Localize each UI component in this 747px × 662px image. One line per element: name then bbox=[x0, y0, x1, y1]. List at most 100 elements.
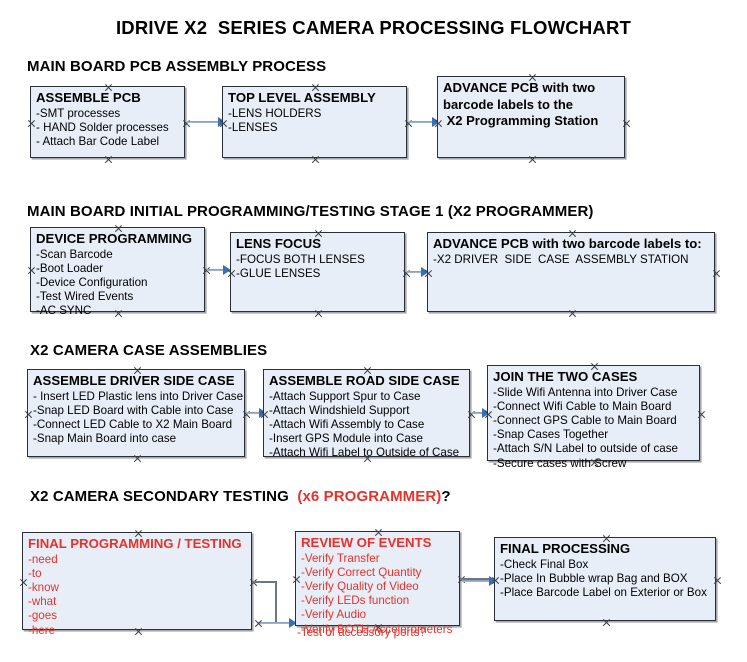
node-title: FINAL PROCESSING bbox=[500, 541, 631, 556]
arrowhead-icon bbox=[432, 117, 440, 127]
node-title: TOP LEVEL ASSEMBLY bbox=[228, 90, 376, 105]
node-item: -LENSES bbox=[228, 120, 278, 134]
node-item: -Secure cases with Screw bbox=[493, 456, 627, 470]
node-title: FINAL PROGRAMMING / TESTING bbox=[28, 536, 242, 551]
node-item: -Place Barcode Label on Exterior or Box bbox=[500, 585, 707, 599]
node-advance-pcb-driver-side-case[interactable]: ADVANCE PCB with two barcode labels to: … bbox=[427, 232, 715, 312]
node-assemble-pcb[interactable]: ASSEMBLE PCB -SMT processes - HAND Solde… bbox=[30, 86, 185, 158]
connector-review-to-final-processing-segment-c bbox=[462, 580, 496, 583]
node-item: -AC SYNC bbox=[36, 304, 92, 318]
section-heading-x2-camera-case-assemblies: X2 CAMERA CASE ASSEMBLIES bbox=[30, 342, 268, 359]
node-item: - Insert LED Plastic lens into Driver Ca… bbox=[33, 389, 244, 403]
arrowhead-icon bbox=[223, 265, 231, 275]
node-item: -know bbox=[28, 580, 59, 594]
node-item: -Attach Support Spur to Case bbox=[269, 389, 421, 403]
connection-handle-left[interactable] bbox=[27, 119, 36, 128]
section-heading-text: X2 CAMERA SECONDARY TESTING bbox=[30, 488, 298, 505]
node-item: -need bbox=[28, 552, 58, 566]
node-item: -Verify BOTH Accelerometers bbox=[301, 622, 453, 636]
node-title: REVIEW OF EVENTS bbox=[301, 535, 432, 550]
connection-handle-bottom[interactable] bbox=[314, 309, 323, 318]
node-item: barcode labels to the bbox=[443, 96, 574, 112]
node-item: -GLUE LENSES bbox=[236, 266, 321, 280]
node-item: -LENS HOLDERS bbox=[228, 106, 322, 120]
node-lens-focus[interactable]: LENS FOCUS -FOCUS BOTH LENSES -GLUE LENS… bbox=[230, 232, 405, 312]
connector-lens-focus-to-advance-pcb-driver bbox=[407, 271, 427, 274]
connector-review-to-final-processing-segment-a bbox=[460, 578, 492, 580]
connection-handle-right[interactable] bbox=[713, 576, 722, 585]
node-item: -Verify LEDs function bbox=[301, 594, 410, 608]
node-title: LENS FOCUS bbox=[236, 236, 321, 251]
node-item: -SMT processes bbox=[36, 106, 121, 120]
node-item: -Slide Wifi Antenna into Driver Case bbox=[493, 385, 678, 399]
arrowhead-icon bbox=[289, 618, 297, 628]
node-item: -here bbox=[28, 623, 56, 637]
arrowhead-icon bbox=[482, 408, 490, 418]
node-item: -Device Configuration bbox=[36, 275, 148, 289]
connection-handle-right[interactable] bbox=[622, 119, 631, 128]
node-advance-pcb-programming-station[interactable]: ADVANCE PCB with two barcode labels to t… bbox=[437, 76, 625, 158]
node-item: -Connect GPS Cable to Main Board bbox=[493, 413, 677, 427]
node-final-programming-testing[interactable]: FINAL PROGRAMMING / TESTING -need -to -k… bbox=[19, 532, 252, 637]
page-title: IDRIVE X2 SERIES CAMERA PROCESSING FLOWC… bbox=[115, 17, 632, 38]
connection-handle-bottom[interactable] bbox=[568, 309, 577, 318]
node-final-processing[interactable]: FINAL PROCESSING -Check Final Box -Place… bbox=[494, 537, 716, 621]
section-heading-accent: (x6 PROGRAMMER) bbox=[297, 488, 442, 505]
connector-top-level-to-advance-pcb bbox=[409, 121, 438, 124]
node-item: -Connect Wifi Cable to Main Board bbox=[493, 399, 672, 413]
node-item: -goes bbox=[28, 609, 58, 623]
connection-handle-right[interactable] bbox=[697, 410, 706, 419]
node-title: ADVANCE PCB with two bbox=[443, 80, 596, 95]
node-title: ASSEMBLE PCB bbox=[36, 90, 141, 105]
connector-assemble-pcb-to-top-level bbox=[187, 121, 223, 124]
node-join-the-two-cases[interactable]: JOIN THE TWO CASES -Slide Wifi Antenna i… bbox=[487, 365, 700, 470]
connection-handle-bottom[interactable] bbox=[602, 618, 611, 627]
connection-handle-bottom[interactable] bbox=[311, 155, 320, 164]
connection-handle-bottom[interactable] bbox=[104, 155, 113, 164]
node-item: - HAND Solder processes bbox=[36, 120, 169, 134]
node-item: -Test Wired Events bbox=[36, 290, 134, 304]
node-item: -Verify Quality of Video bbox=[301, 579, 419, 593]
connector-device-programming-to-lens-focus bbox=[207, 269, 229, 272]
node-item-overflow: -Test of accessory ports? bbox=[297, 626, 426, 639]
connection-handle-left[interactable] bbox=[292, 575, 301, 584]
node-assemble-road-side-case[interactable]: ASSEMBLE ROAD SIDE CASE -Attach Support … bbox=[263, 369, 470, 460]
node-item: -Attach S/N Label to outside of case bbox=[493, 442, 678, 456]
connection-handle-left[interactable] bbox=[27, 266, 36, 275]
node-item: -Scan Barcode bbox=[36, 247, 113, 261]
connector-driver-case-to-road-case bbox=[247, 412, 265, 415]
node-item: -Connect LED Cable to X2 Main Board bbox=[33, 417, 233, 431]
section-heading-main-board-initial-programming: MAIN BOARD INITIAL PROGRAMMING/TESTING S… bbox=[27, 203, 594, 220]
node-top-level-assembly[interactable]: TOP LEVEL ASSEMBLY -LENS HOLDERS -LENSES bbox=[222, 86, 407, 158]
node-item: - Attach Bar Code Label bbox=[36, 134, 160, 148]
connector-final-programming-to-review-segment-a bbox=[252, 581, 276, 583]
node-item: -Insert GPS Module into Case bbox=[269, 432, 424, 446]
node-item: -Attach Windshield Support bbox=[269, 403, 410, 417]
node-item: -what bbox=[28, 595, 57, 609]
connection-handle-bottom[interactable] bbox=[133, 454, 142, 463]
node-assemble-driver-side-case[interactable]: ASSEMBLE DRIVER SIDE CASE - Insert LED P… bbox=[27, 369, 245, 457]
node-item: -to bbox=[28, 566, 42, 580]
node-item: -Verify Transfer bbox=[301, 551, 380, 565]
connection-handle-right[interactable] bbox=[712, 269, 721, 278]
node-item: -Attach Wifi Label to Outside of Case bbox=[269, 446, 460, 460]
node-title: ADVANCE PCB with two barcode labels to: bbox=[433, 236, 702, 251]
connection-handle-left[interactable] bbox=[24, 410, 33, 419]
node-title: DEVICE PROGRAMMING bbox=[36, 231, 193, 246]
section-heading-main-board-pcb-assembly: MAIN BOARD PCB ASSEMBLY PROCESS bbox=[27, 58, 327, 75]
section-heading-suffix: ? bbox=[441, 488, 451, 505]
node-item: -Place In Bubble wrap Bag and BOX bbox=[500, 571, 688, 585]
node-device-programming[interactable]: DEVICE PROGRAMMING -Scan Barcode -Boot L… bbox=[27, 227, 205, 317]
node-item: -FOCUS BOTH LENSES bbox=[236, 252, 365, 266]
node-item: -X2 DRIVER SIDE CASE ASSEMBLY STATION bbox=[433, 252, 689, 266]
node-title: ASSEMBLE DRIVER SIDE CASE bbox=[33, 373, 235, 388]
node-title: ASSEMBLE ROAD SIDE CASE bbox=[269, 373, 460, 388]
node-review-of-events[interactable]: REVIEW OF EVENTS -Verify Transfer -Verif… bbox=[292, 531, 460, 636]
node-item: -Boot Loader bbox=[36, 261, 104, 275]
connection-handle-left[interactable] bbox=[19, 578, 28, 587]
section-heading-x2-camera-secondary-testing: X2 CAMERA SECONDARY TESTING (x6 PROGRAMM… bbox=[30, 488, 451, 505]
connection-handle-bottom[interactable] bbox=[528, 155, 537, 164]
node-item: -Check Final Box bbox=[500, 557, 589, 571]
node-item: -Snap Cases Together bbox=[493, 428, 609, 442]
